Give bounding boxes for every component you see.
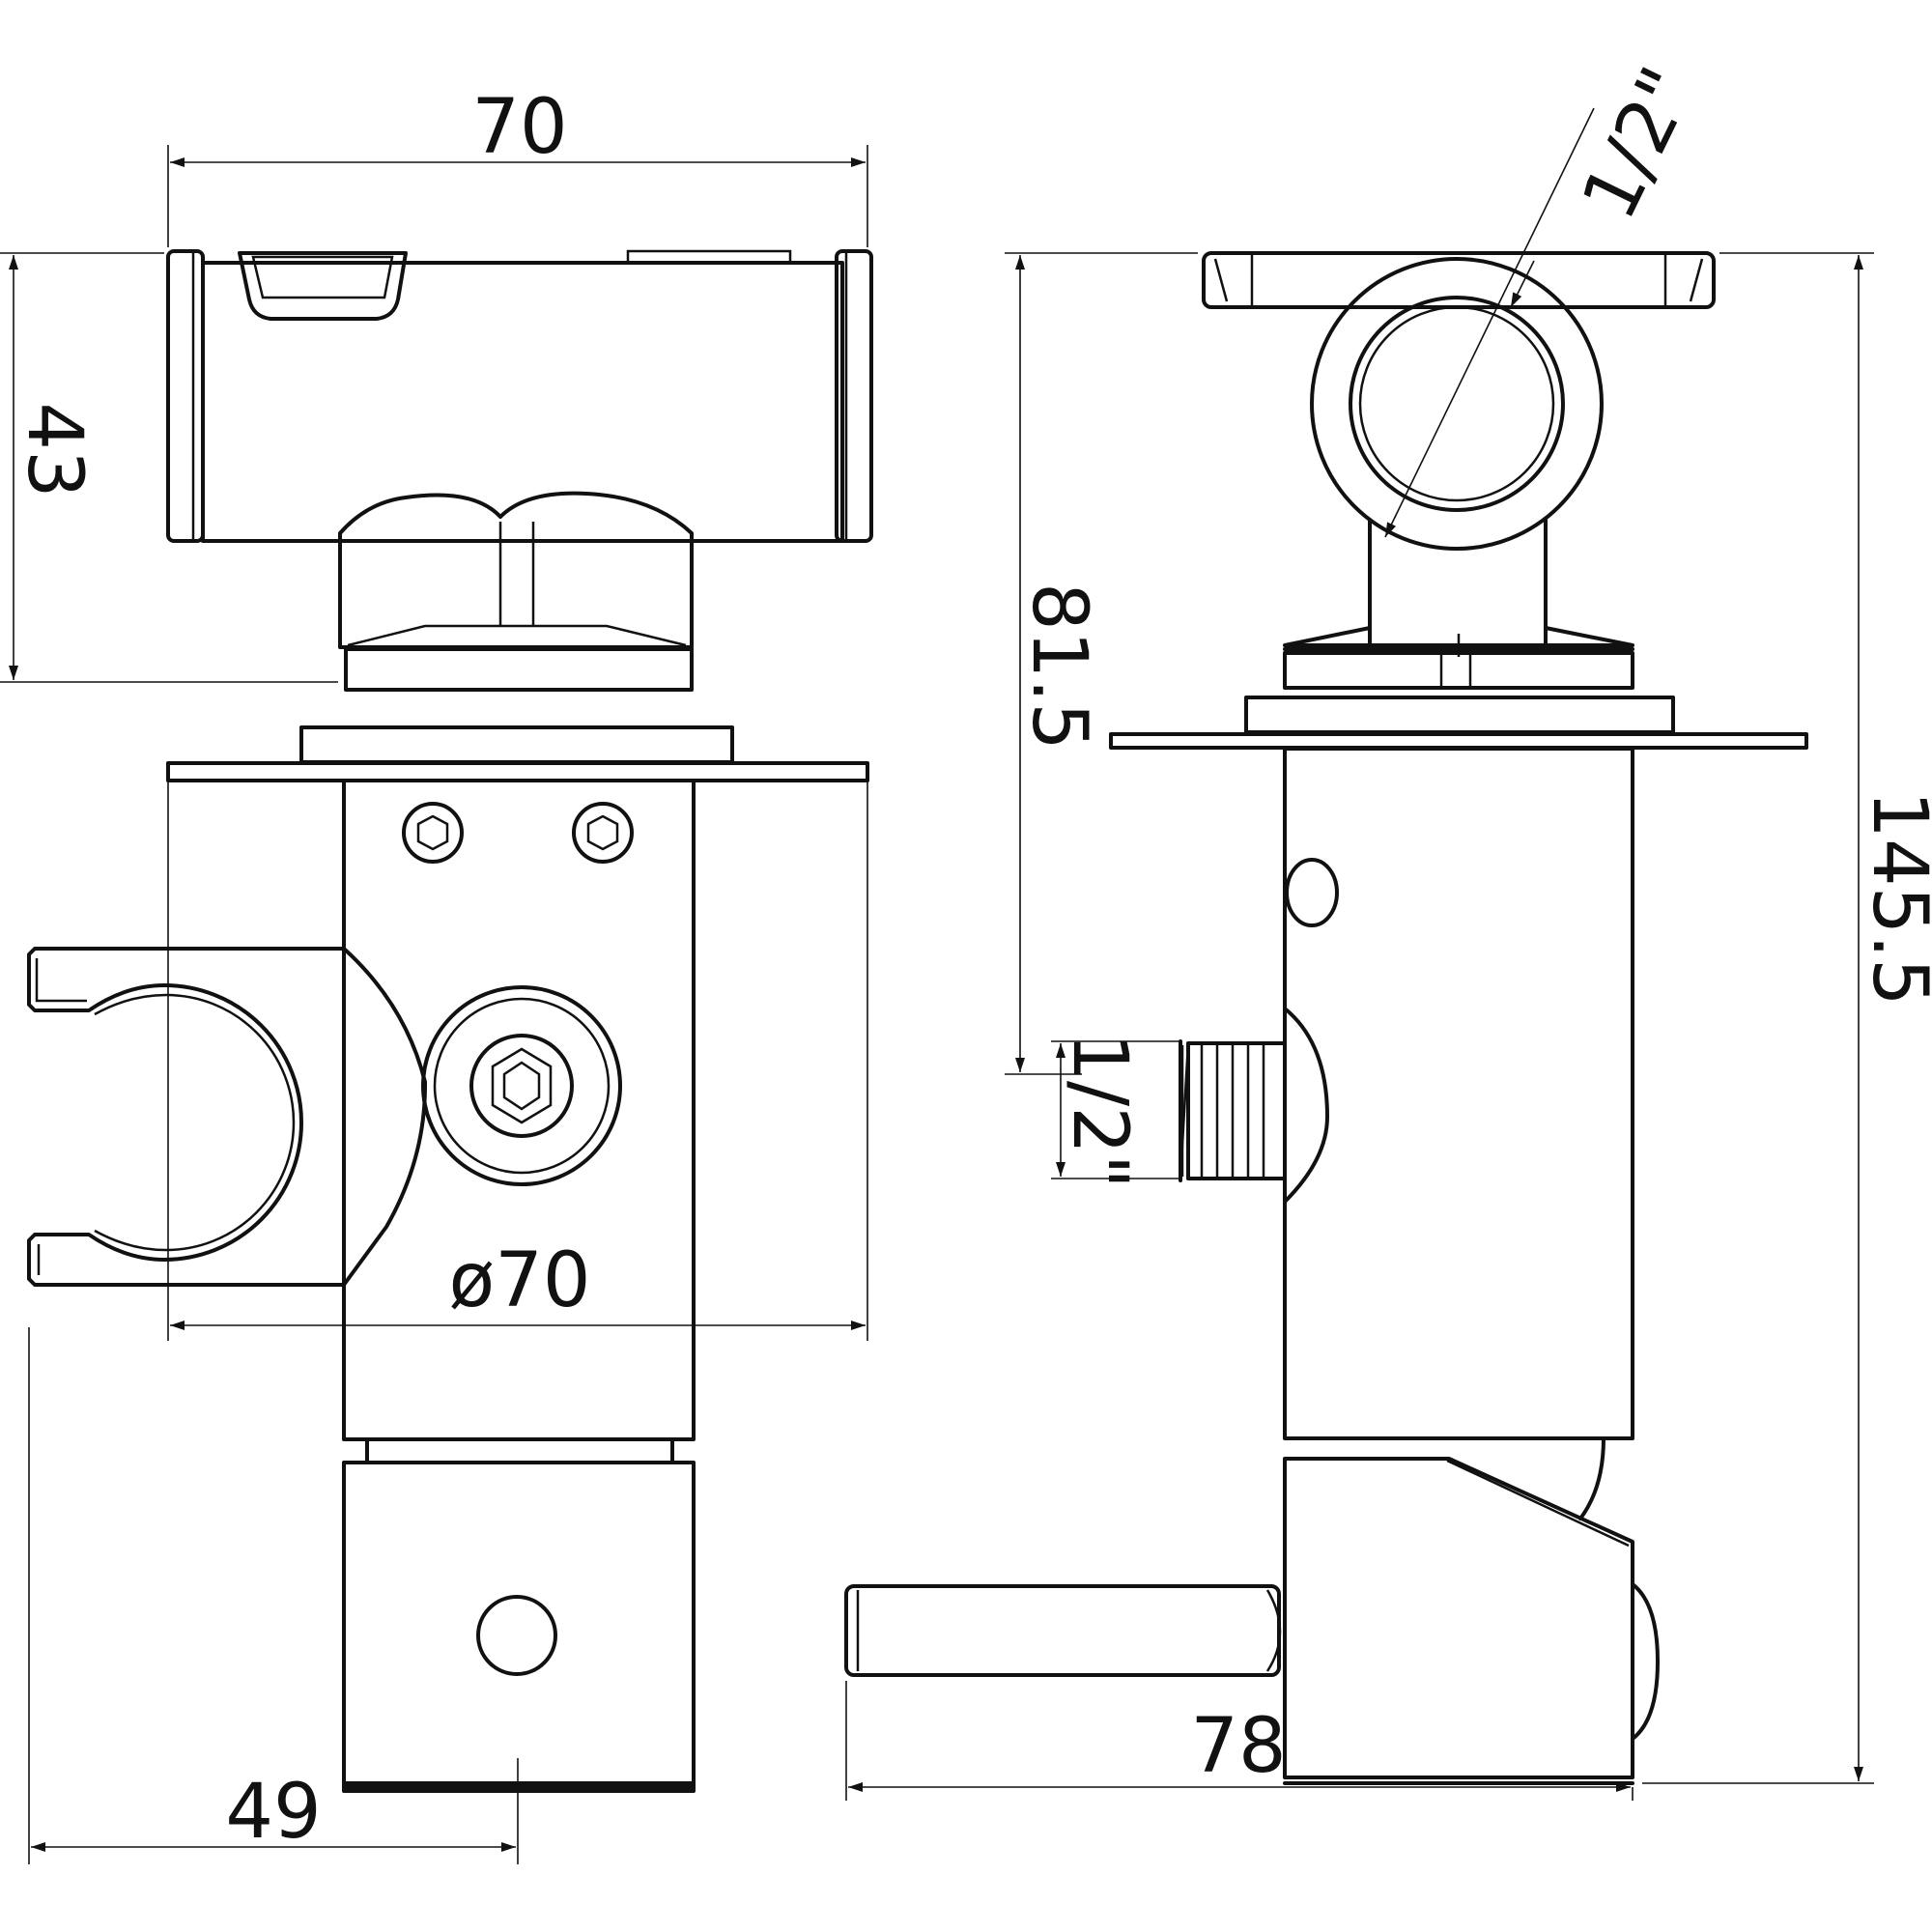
dim-thread-top: 1/2" [1566, 54, 1713, 233]
front-handle-slot [238, 251, 408, 321]
side-lever-housing [1283, 1457, 1634, 1779]
front-handle-neck [338, 491, 694, 649]
side-wall-plate [1109, 732, 1808, 750]
side-escutcheon-step [1244, 696, 1675, 734]
front-handle-right-cap [835, 249, 873, 543]
front-lever-housing [342, 1461, 696, 1789]
front-shower-holder [27, 947, 427, 1287]
side-body [1283, 747, 1634, 1440]
front-wall-plate [166, 761, 869, 782]
front-body [342, 779, 696, 1441]
front-handle-bar [201, 261, 844, 543]
dim-49: 49 [225, 1769, 321, 1856]
side-body-plug [1285, 858, 1339, 927]
dim-81-5: 81.5 [1015, 582, 1102, 751]
dim-78: 78 [1190, 1703, 1286, 1790]
front-escutcheon-step [299, 725, 734, 764]
front-lever-pin [476, 1595, 557, 1676]
dim-thread-side: 1/2" [1056, 1033, 1143, 1188]
front-view [27, 249, 873, 1793]
dim-70: 70 [471, 84, 567, 171]
front-hex-screw-left [402, 802, 464, 864]
dim-diameter: ø70 [449, 1237, 591, 1324]
dim-line-thread-top [1384, 107, 1595, 538]
side-threaded-outlet [1179, 1007, 1329, 1204]
side-view [844, 251, 1808, 1785]
dim-145-5: 145.5 [1856, 790, 1932, 1006]
side-lever-arm [844, 1584, 1281, 1677]
front-outlet [421, 985, 622, 1186]
dim-43: 43 [11, 402, 98, 497]
front-collar [344, 647, 694, 692]
front-hex-screw-right [572, 802, 634, 864]
side-collar [1283, 651, 1634, 690]
side-neck [1368, 518, 1548, 647]
side-handle-ring [1310, 257, 1604, 551]
front-handle-left-cap [166, 249, 205, 543]
front-lower-collar [365, 1437, 674, 1464]
